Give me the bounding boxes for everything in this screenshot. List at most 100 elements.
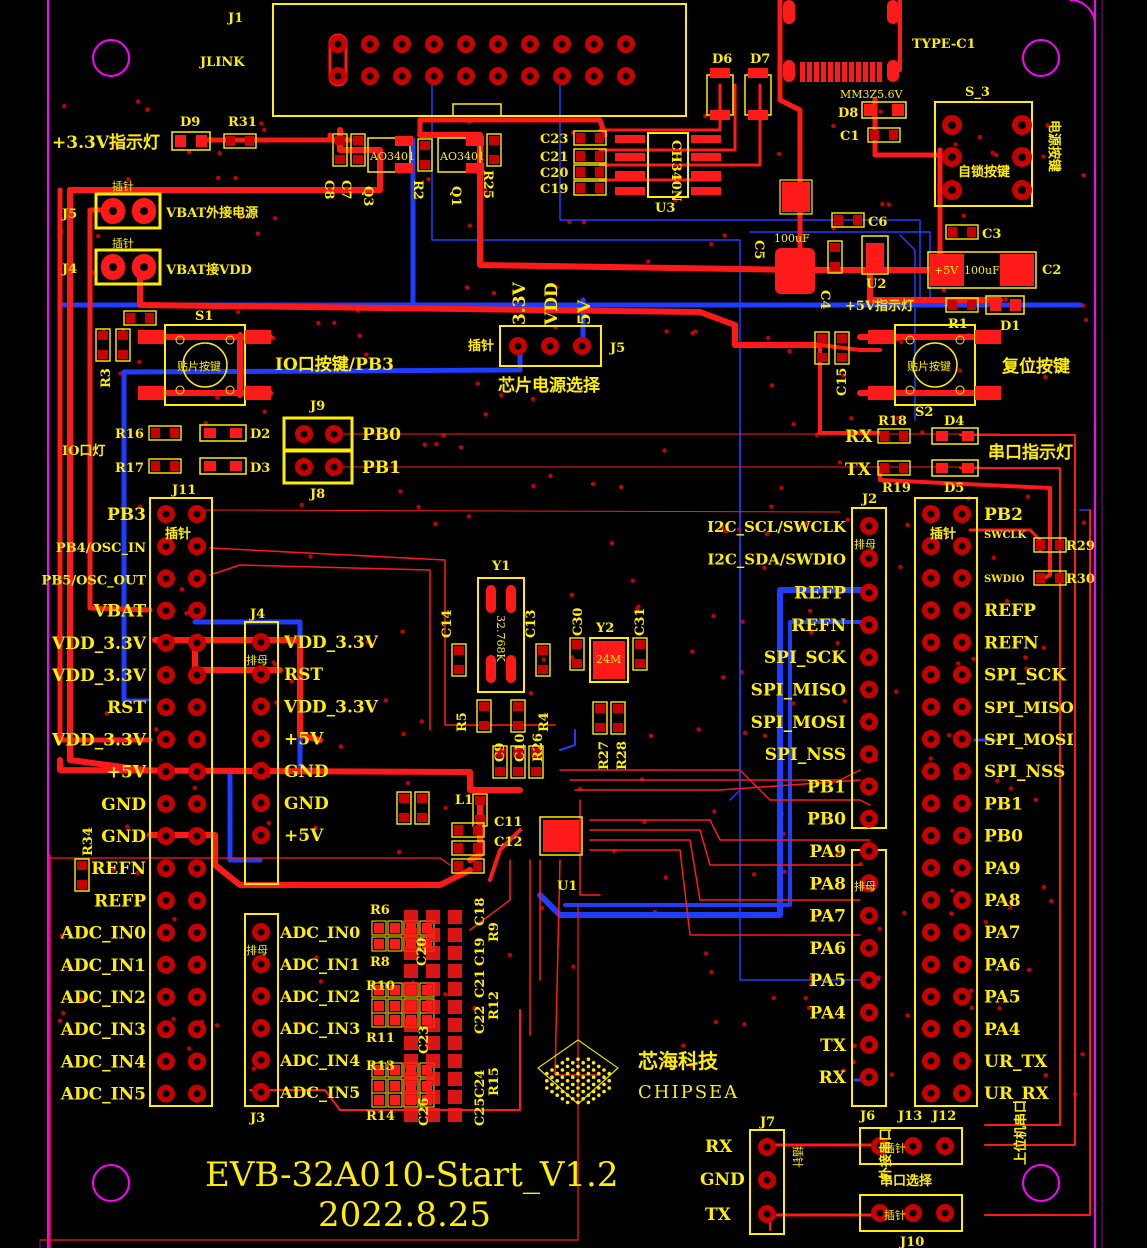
logo-cn-text: 芯海科技 xyxy=(638,1049,719,1073)
j3-label: ADC_IN4 xyxy=(279,1051,360,1070)
j11-pin xyxy=(157,505,175,523)
r28-designator: R28 xyxy=(615,741,630,770)
j11-label: ADC_IN1 xyxy=(60,956,146,976)
j12-label: SPI_MISO xyxy=(984,698,1074,717)
ext-uart-label: 外接串口 xyxy=(878,1128,894,1181)
j3-pin xyxy=(252,1083,270,1101)
j12-pin-label: 插针 xyxy=(930,526,956,542)
j4-pin xyxy=(252,633,270,651)
jlink-pin xyxy=(457,35,475,53)
j6-designator: J6 xyxy=(859,1109,875,1124)
j10-designator: J10 xyxy=(899,1235,924,1248)
led-5v-label: +5V指示灯 xyxy=(845,298,914,314)
j12-label: PB1 xyxy=(984,794,1023,814)
jlink-pin xyxy=(393,67,411,85)
j12-pin xyxy=(953,665,971,684)
j2-pin xyxy=(860,1035,878,1054)
j12-label: SWCLK xyxy=(984,530,1026,541)
j11-pin-label: 插针 xyxy=(165,526,191,542)
header-j4-socket xyxy=(244,621,279,885)
j3-pin xyxy=(252,923,270,941)
j4-pin xyxy=(252,761,270,780)
j11-pin xyxy=(188,601,206,620)
j2-label: SPI_MOSI xyxy=(751,713,846,733)
q1-designator: Q1 xyxy=(448,186,463,206)
jlink-pin xyxy=(521,35,539,53)
host-uart-label: 上位机串口 xyxy=(1013,1100,1029,1165)
adc-passive-array xyxy=(371,910,462,1122)
vbat-vdd-label: VBAT接VDD xyxy=(165,262,252,278)
r13-designator: R13 xyxy=(366,1059,395,1074)
j12-pin xyxy=(922,826,940,845)
c22-designator: C22 xyxy=(473,1006,488,1034)
jlink-label: JLINK xyxy=(199,55,245,70)
j11-label: PB5/OSC_OUT xyxy=(42,573,147,588)
j2-pin xyxy=(860,1003,878,1022)
s2-designator: S2 xyxy=(915,405,933,420)
j12-label: PA9 xyxy=(984,859,1021,879)
led-d1 xyxy=(985,295,1025,315)
j11-pin xyxy=(188,827,206,845)
j12-label: REFN xyxy=(984,633,1039,653)
ch340n-label: CH340N xyxy=(668,140,683,202)
r18-designator: R18 xyxy=(878,414,907,429)
r6-designator: R6 xyxy=(370,903,390,918)
j11-label: VDD_3.3V xyxy=(51,730,147,750)
j4-label: GND xyxy=(284,794,329,814)
j12-label: SWDIO xyxy=(984,574,1025,585)
j11-pin xyxy=(188,859,206,878)
sel-33v: 3.3V xyxy=(510,281,530,325)
c7-designator: C7 xyxy=(338,180,353,199)
r26-designator: R26 xyxy=(531,733,546,762)
j11-pin xyxy=(157,1052,175,1071)
mm3z-label: MM3Z5.6V xyxy=(840,88,904,101)
j11-label: ADC_IN2 xyxy=(60,988,146,1008)
c23-top: C23 xyxy=(540,132,568,147)
j2-designator: J2 xyxy=(861,492,877,507)
j2-pin xyxy=(860,1068,878,1087)
j12-pin xyxy=(922,858,940,877)
r4-designator: R4 xyxy=(537,712,552,732)
c24-designator: C24 xyxy=(473,1070,488,1098)
d3-designator: D3 xyxy=(250,461,270,476)
diode-d8 xyxy=(861,101,907,119)
j2-socket-label-a: 排母 xyxy=(854,537,876,551)
led-d3 xyxy=(199,457,247,475)
header-j12-pins xyxy=(914,497,978,1107)
j2-label: PA4 xyxy=(809,1004,846,1024)
v5-label: +5V xyxy=(934,264,959,277)
c11-designator: C11 xyxy=(494,815,522,830)
j11-pin xyxy=(188,1084,206,1103)
c25-designator: C25 xyxy=(473,1098,488,1126)
j11-label: VDD_3.3V xyxy=(51,634,147,654)
j12-pin xyxy=(953,923,971,942)
j11-pin xyxy=(188,1020,206,1039)
j12-pin xyxy=(922,923,940,942)
j10-pin-label-a: 插针 xyxy=(884,1141,906,1155)
sel-5v: 5V xyxy=(575,299,595,325)
j12-pin xyxy=(953,794,971,813)
typec-designator: TYPE-C1 xyxy=(912,37,976,52)
j2-label: TX xyxy=(820,1036,847,1056)
c5-designator: C5 xyxy=(751,240,766,259)
usb-typec-connector xyxy=(783,0,899,82)
j2-label: REFN xyxy=(791,616,846,636)
j12-pin xyxy=(953,1084,971,1103)
j12-label: PA7 xyxy=(984,923,1021,943)
y1-frequency: 32.768K xyxy=(494,615,507,662)
pb1-led-label: PB1 xyxy=(362,458,401,478)
c1-designator: C1 xyxy=(840,129,859,144)
r31-designator: R31 xyxy=(228,115,257,130)
tx-led-label: TX xyxy=(845,460,872,480)
j11-pin xyxy=(157,827,175,845)
led-d5 xyxy=(931,459,979,477)
vbat-ext-label: VBAT外接电源 xyxy=(165,205,258,221)
r9-designator: R9 xyxy=(487,922,502,942)
j4-vbat-designator: J4 xyxy=(61,262,77,277)
power-key-label: 电源按键 xyxy=(1046,120,1062,172)
j11-pin xyxy=(157,601,175,620)
c12-designator: C12 xyxy=(494,835,522,850)
r10-designator: R10 xyxy=(366,979,395,994)
self-lock-label: 自锁按键 xyxy=(958,164,1010,180)
